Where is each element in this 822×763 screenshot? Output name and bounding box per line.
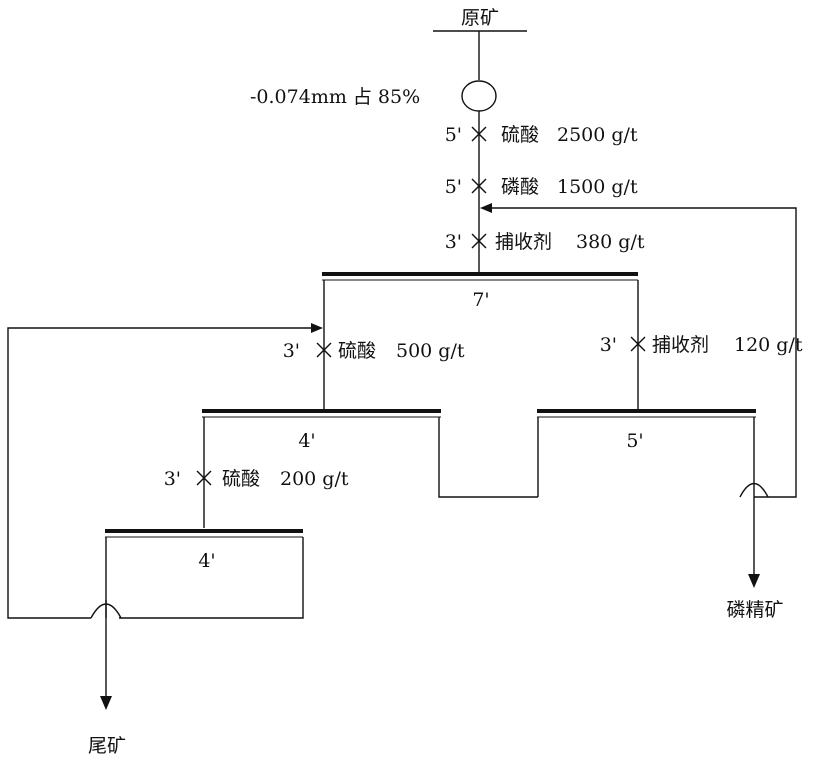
concentrate-label: 磷精矿 <box>726 599 783 621</box>
cleaner2-reagent-name: 硫酸 <box>222 468 260 490</box>
grinding-label: -0.074mm 占 85% <box>250 86 420 108</box>
cleaner2-time: 4' <box>198 550 215 572</box>
cleaner1-reagent-dose: 500 g/t <box>396 340 465 362</box>
reagent-1-dose: 2500 g/t <box>557 124 638 146</box>
cleaner2-reagent-dose: 200 g/t <box>280 468 349 490</box>
reagent-1-time: 5' <box>445 124 462 146</box>
scavenger-cell <box>537 411 756 497</box>
rougher-time: 7' <box>472 289 489 311</box>
recycle-line-left <box>8 328 312 618</box>
reagent-3-time: 3' <box>445 231 462 253</box>
scavenger-time: 5' <box>626 430 643 452</box>
reagent-2-time: 5' <box>445 176 462 198</box>
tailings-label: 尾矿 <box>88 735 126 757</box>
reagent-2-name: 磷酸 <box>501 176 539 198</box>
scavenger-reagent-name: 捕收剂 <box>652 334 709 356</box>
cleaner1-time: 4' <box>298 430 315 452</box>
scavenger-reagent-time: 3' <box>600 334 617 356</box>
tailings-arrow <box>100 696 112 710</box>
reagent-1-name: 硫酸 <box>501 124 539 146</box>
feed-label: 原矿 <box>461 7 499 29</box>
reagent-2-dose: 1500 g/t <box>557 176 638 198</box>
scavenger-reagent-dose: 120 g/t <box>734 334 803 356</box>
cleaner2-cell <box>105 531 303 618</box>
recycle-arrow-left <box>311 323 323 333</box>
cleaner1-reagent-name: 硫酸 <box>338 340 376 362</box>
grinding-mill-icon <box>462 81 496 111</box>
recycle-arrow-right <box>480 203 492 213</box>
concentrate-arrow <box>748 574 760 588</box>
reagent-3-dose: 380 g/t <box>576 231 645 253</box>
cleaner1-reagent-time: 3' <box>283 340 300 362</box>
cleaner2-reagent-time: 3' <box>164 468 181 490</box>
reagent-3-name: 捕收剂 <box>495 231 552 253</box>
